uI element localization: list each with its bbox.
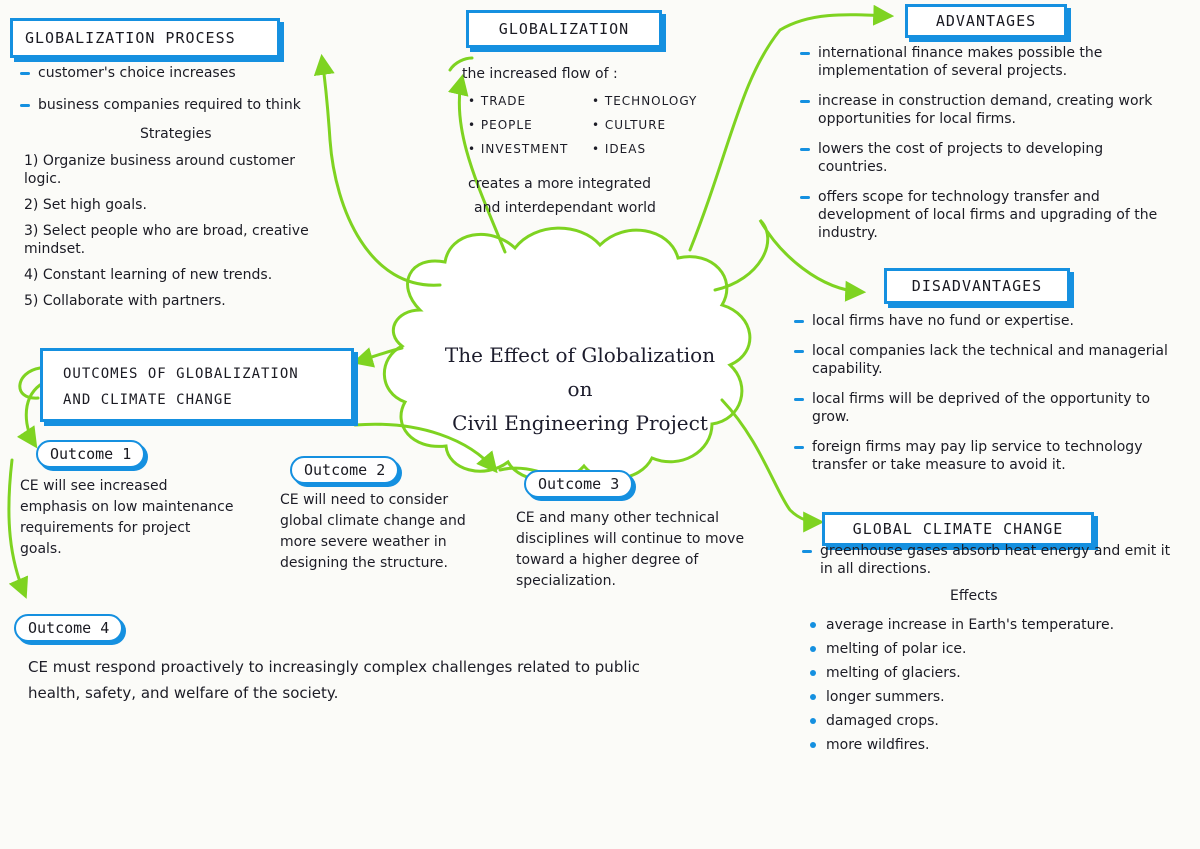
connector-outcomes-to-outcome-2 — [353, 422, 498, 474]
disadvantage-item: local firms will be deprived of the oppo… — [794, 390, 1168, 426]
globalization-title: GLOBALIZATION — [498, 20, 630, 38]
strategy-item: 2) Set high goals. — [24, 197, 147, 213]
process-title-box: GLOBALIZATION PROCESS — [10, 18, 280, 58]
strategies-list: 1) Organize business around customer log… — [24, 152, 324, 318]
connector-dash-global — [448, 56, 474, 72]
disadvantage-item: local companies lack the technical and m… — [794, 343, 1168, 377]
flow-item-culture: • CULTURE — [592, 118, 667, 132]
outcome-2-label: Outcome 2 — [304, 461, 386, 479]
climate-description-list: greenhouse gases absorb heat energy and … — [802, 542, 1180, 586]
flow-item-ideas: • IDEAS — [592, 142, 647, 156]
climate-description: greenhouse gases absorb heat energy and … — [802, 542, 1180, 578]
effect-item: damaged crops. — [810, 712, 1186, 730]
effects-list: average increase in Earth's temperature.… — [810, 616, 1186, 762]
outcome-1-text: CE will see increased emphasis on low ma… — [20, 478, 234, 557]
globalization-result: creates a more integrated and interdepen… — [468, 172, 656, 220]
connector-to-outcomes — [351, 346, 404, 368]
strategy-item: 4) Constant learning of new trends. — [24, 267, 273, 283]
advantage-item: offers scope for technology transfer and… — [800, 188, 1168, 242]
flow-item-technology: • TECHNOLOGY — [592, 94, 698, 108]
strategy-item: 5) Collaborate with partners. — [24, 293, 226, 309]
effects-heading: Effects — [950, 588, 998, 604]
effect-item: longer summers. — [810, 688, 1186, 706]
globalization-title-box: GLOBALIZATION — [466, 10, 662, 48]
outcome-4-label: Outcome 4 — [28, 619, 110, 637]
outcome-2-badge: Outcome 2 — [290, 456, 400, 484]
connector-outcomes-to-outcome-4 — [7, 458, 29, 599]
outcome-4-text: CE must respond proactively to increasin… — [28, 658, 640, 702]
process-point-item: business companies required to think — [20, 96, 338, 114]
central-topic-line-2: on — [567, 377, 593, 401]
cloud-shape — [382, 226, 752, 482]
advantages-title-box: ADVANTAGES — [905, 4, 1067, 38]
outcome-1-badge: Outcome 1 — [36, 440, 146, 468]
strategy-item: 1) Organize business around customer log… — [24, 153, 296, 187]
disadvantages-title: DISADVANTAGES — [911, 277, 1043, 295]
disadvantage-item: foreign firms may pay lip service to tec… — [794, 438, 1168, 474]
process-points: customer's choice increases business com… — [20, 64, 338, 122]
connector-to-advantages — [688, 4, 895, 252]
central-topic-line-3: Civil Engineering Project — [452, 411, 708, 435]
outcome-3-text: CE and many other technical disciplines … — [516, 510, 745, 589]
process-point-item: customer's choice increases — [20, 64, 338, 82]
advantage-item: increase in construction demand, creatin… — [800, 92, 1168, 128]
central-topic: The Effect of Globalization on Civil Eng… — [430, 338, 730, 440]
globalization-result-line-1: creates a more integrated — [468, 176, 652, 192]
disadvantages-title-box: DISADVANTAGES — [884, 268, 1070, 304]
outcome-3-badge: Outcome 3 — [524, 470, 634, 498]
flow-item-investment: • INVESTMENT — [468, 142, 569, 156]
outcomes-title-line-1: OUTCOMES OF GLOBALIZATION — [63, 366, 299, 382]
connector-to-process — [313, 53, 442, 287]
strategy-item: 3) Select people who are broad, creative… — [24, 223, 309, 257]
flow-item-people: • PEOPLE — [468, 118, 533, 132]
effect-item: melting of glaciers. — [810, 664, 1186, 682]
flow-item-trade: • TRADE — [468, 94, 527, 108]
advantages-list: international finance makes possible the… — [800, 44, 1168, 250]
advantages-title: ADVANTAGES — [935, 12, 1037, 30]
outcome-2-text: CE will need to consider global climate … — [280, 492, 466, 571]
connector-to-disadvantages — [713, 218, 867, 302]
outcomes-title-line-2: AND CLIMATE CHANGE — [63, 392, 233, 408]
connector-loop — [18, 366, 42, 400]
outcome-1-label: Outcome 1 — [50, 445, 132, 463]
connector-to-globalization — [448, 73, 507, 254]
effect-item: melting of polar ice. — [810, 640, 1186, 658]
advantage-item: lowers the cost of projects to developin… — [800, 140, 1168, 176]
globalization-intro: the increased flow of : — [462, 66, 618, 82]
outcome-4-badge: Outcome 4 — [14, 614, 124, 642]
connector-outcomes-to-outcome-1 — [16, 383, 42, 449]
outcomes-title-box: OUTCOMES OF GLOBALIZATION AND CLIMATE CH… — [40, 348, 354, 422]
outcome-3-label: Outcome 3 — [538, 475, 620, 493]
strategies-heading: Strategies — [140, 126, 212, 142]
disadvantages-list: local firms have no fund or expertise. l… — [794, 312, 1168, 482]
globalization-result-line-2: and interdependant world — [474, 200, 656, 216]
advantage-item: international finance makes possible the… — [800, 44, 1168, 80]
central-topic-line-1: The Effect of Globalization — [444, 343, 716, 367]
connector-to-climate — [720, 398, 825, 533]
climate-title: GLOBAL CLIMATE CHANGE — [852, 520, 1064, 538]
effect-item: more wildfires. — [810, 736, 1186, 754]
process-title: GLOBALIZATION PROCESS — [25, 29, 236, 47]
disadvantage-item: local firms have no fund or expertise. — [794, 312, 1168, 330]
climate-title-box: GLOBAL CLIMATE CHANGE — [822, 512, 1094, 546]
effect-item: average increase in Earth's temperature. — [810, 616, 1186, 634]
